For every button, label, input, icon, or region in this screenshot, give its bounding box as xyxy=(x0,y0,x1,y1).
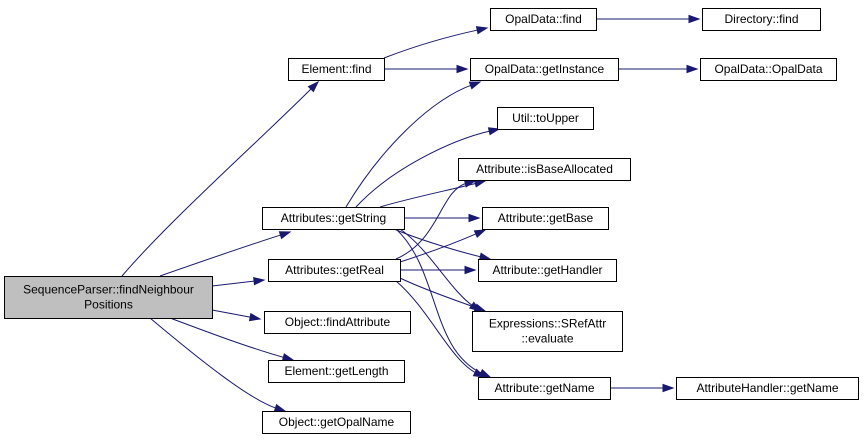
edge-opaldata-find-to-directory-find xyxy=(596,14,701,24)
nodes-layer: SequenceParser::findNeighbourPositionsEl… xyxy=(4,8,859,434)
arrowhead-icon xyxy=(686,64,699,74)
arrowhead-icon xyxy=(662,383,675,393)
edge-attrs-getreal-to-attr-isbasealloc xyxy=(395,179,477,260)
node-label: Attributes::getReal xyxy=(285,263,384,277)
node-attributes-getstring[interactable]: Attributes::getString xyxy=(262,207,405,230)
arrowhead-icon xyxy=(472,368,486,378)
node-box xyxy=(702,8,821,31)
node-label: Attribute::isBaseAllocated xyxy=(476,162,613,176)
arrowhead-icon xyxy=(273,403,287,412)
node-box xyxy=(478,259,617,282)
node-label: Element::getLength xyxy=(284,364,388,378)
edge-root-to-element-find xyxy=(121,80,320,277)
node-label: Expressions::SRefAttr xyxy=(489,317,606,331)
node-label: OpalData::getInstance xyxy=(485,62,605,76)
node-box xyxy=(288,58,385,81)
node-attribute-getbase[interactable]: Attribute::getBase xyxy=(482,207,609,230)
edge-root-to-obj-findattr xyxy=(211,309,262,322)
node-label: Object::getOpalName xyxy=(279,415,395,429)
node-box xyxy=(490,8,597,31)
node-util-toupper[interactable]: Util::toUpper xyxy=(497,107,594,130)
arrowhead-icon xyxy=(248,312,262,322)
node-directory-find[interactable]: Directory::find xyxy=(702,8,821,31)
node-label: Element::find xyxy=(301,62,371,76)
edge-opaldata-getinstance-to-opaldata-opaldata xyxy=(618,64,699,74)
node-box xyxy=(700,58,837,81)
node-label: Object::findAttribute xyxy=(285,315,391,329)
arrowhead-icon xyxy=(473,229,487,239)
arrowhead-icon xyxy=(307,80,320,93)
edge-attrs-getreal-to-attr-getname xyxy=(395,280,486,378)
node-object-findattribute[interactable]: Object::findAttribute xyxy=(264,311,411,334)
edge-attrs-getreal-to-expr-srefattr xyxy=(399,277,487,312)
node-box xyxy=(262,411,411,434)
arrowhead-icon xyxy=(253,276,266,286)
node-label: Directory::find xyxy=(724,12,798,26)
node-element-find[interactable]: Element::find xyxy=(288,58,385,81)
node-label: AttributeHandler::getName xyxy=(696,381,838,395)
node-box xyxy=(497,107,594,130)
edge-attrs-getstring-to-opaldata-getinstance xyxy=(345,81,482,208)
node-box xyxy=(472,311,623,352)
node-attribute-getname[interactable]: Attribute::getName xyxy=(478,377,611,400)
edge-attrs-getstring-to-attr-getbase xyxy=(404,213,481,223)
arrowhead-icon xyxy=(473,303,487,312)
node-label: OpalData::OpalData xyxy=(714,62,822,76)
arrowhead-icon xyxy=(456,64,469,74)
arrowhead-icon xyxy=(468,213,481,223)
edges-layer xyxy=(121,14,701,412)
node-opaldata-opaldata[interactable]: OpalData::OpalData xyxy=(700,58,837,81)
arrowhead-icon xyxy=(487,127,501,136)
arrowhead-icon xyxy=(281,353,295,362)
node-box xyxy=(478,377,611,400)
node-label: Attribute::getName xyxy=(494,381,594,395)
node-label: Attribute::getHandler xyxy=(492,263,602,277)
edge-attrs-getreal-to-attr-getbase xyxy=(399,229,487,263)
node-object-getopalname[interactable]: Object::getOpalName xyxy=(262,411,411,434)
edge-attr-getname-to-attrhandler-getname xyxy=(609,383,675,393)
node-box xyxy=(482,207,609,230)
node-label: Util::toUpper xyxy=(512,111,579,125)
arrowhead-icon xyxy=(688,14,701,24)
node-box xyxy=(676,377,859,400)
node-attributes-getreal[interactable]: Attributes::getReal xyxy=(268,259,401,282)
node-label: OpalData::find xyxy=(505,12,582,26)
node-box xyxy=(262,207,405,230)
node-box xyxy=(268,259,401,282)
node-expressions-srefattr-evaluate[interactable]: Expressions::SRefAttr::evaluate xyxy=(472,311,623,352)
arrowhead-icon xyxy=(464,265,477,275)
node-opaldata-getinstance[interactable]: OpalData::getInstance xyxy=(470,58,619,81)
node-label: Attribute::getBase xyxy=(498,211,594,225)
edge-root-to-attrs-getstring xyxy=(159,231,292,277)
node-box xyxy=(268,360,405,383)
node-opaldata-find[interactable]: OpalData::find xyxy=(490,8,597,31)
node-box xyxy=(458,158,631,181)
node-element-getlength[interactable]: Element::getLength xyxy=(268,360,405,383)
node-attribute-gethandler[interactable]: Attribute::getHandler xyxy=(478,259,617,282)
node-box xyxy=(264,311,411,334)
edge-element-find-to-opaldata-getinstance xyxy=(384,64,469,74)
node-box xyxy=(470,58,619,81)
edge-element-find-to-opaldata-find xyxy=(383,26,489,59)
node-attribute-isbaseallocated[interactable]: Attribute::isBaseAllocated xyxy=(458,158,631,181)
node-label: ::evaluate xyxy=(521,332,573,346)
node-attributehandler-getname[interactable]: AttributeHandler::getName xyxy=(676,377,859,400)
arrowhead-icon xyxy=(468,81,482,90)
edge-root-to-attrs-getreal xyxy=(211,276,266,287)
arrowhead-icon xyxy=(278,231,292,240)
node-label: SequenceParser::findNeighbour xyxy=(23,283,194,297)
arrowhead-icon xyxy=(473,179,487,188)
node-label: Attributes::getString xyxy=(281,211,386,225)
edge-attrs-getreal-to-attr-gethandler xyxy=(400,265,477,275)
edge-attrs-getstring-to-util-toupper xyxy=(355,127,501,208)
arrowhead-icon xyxy=(475,26,489,35)
node-box xyxy=(4,276,213,319)
node-label: Positions xyxy=(84,298,133,312)
